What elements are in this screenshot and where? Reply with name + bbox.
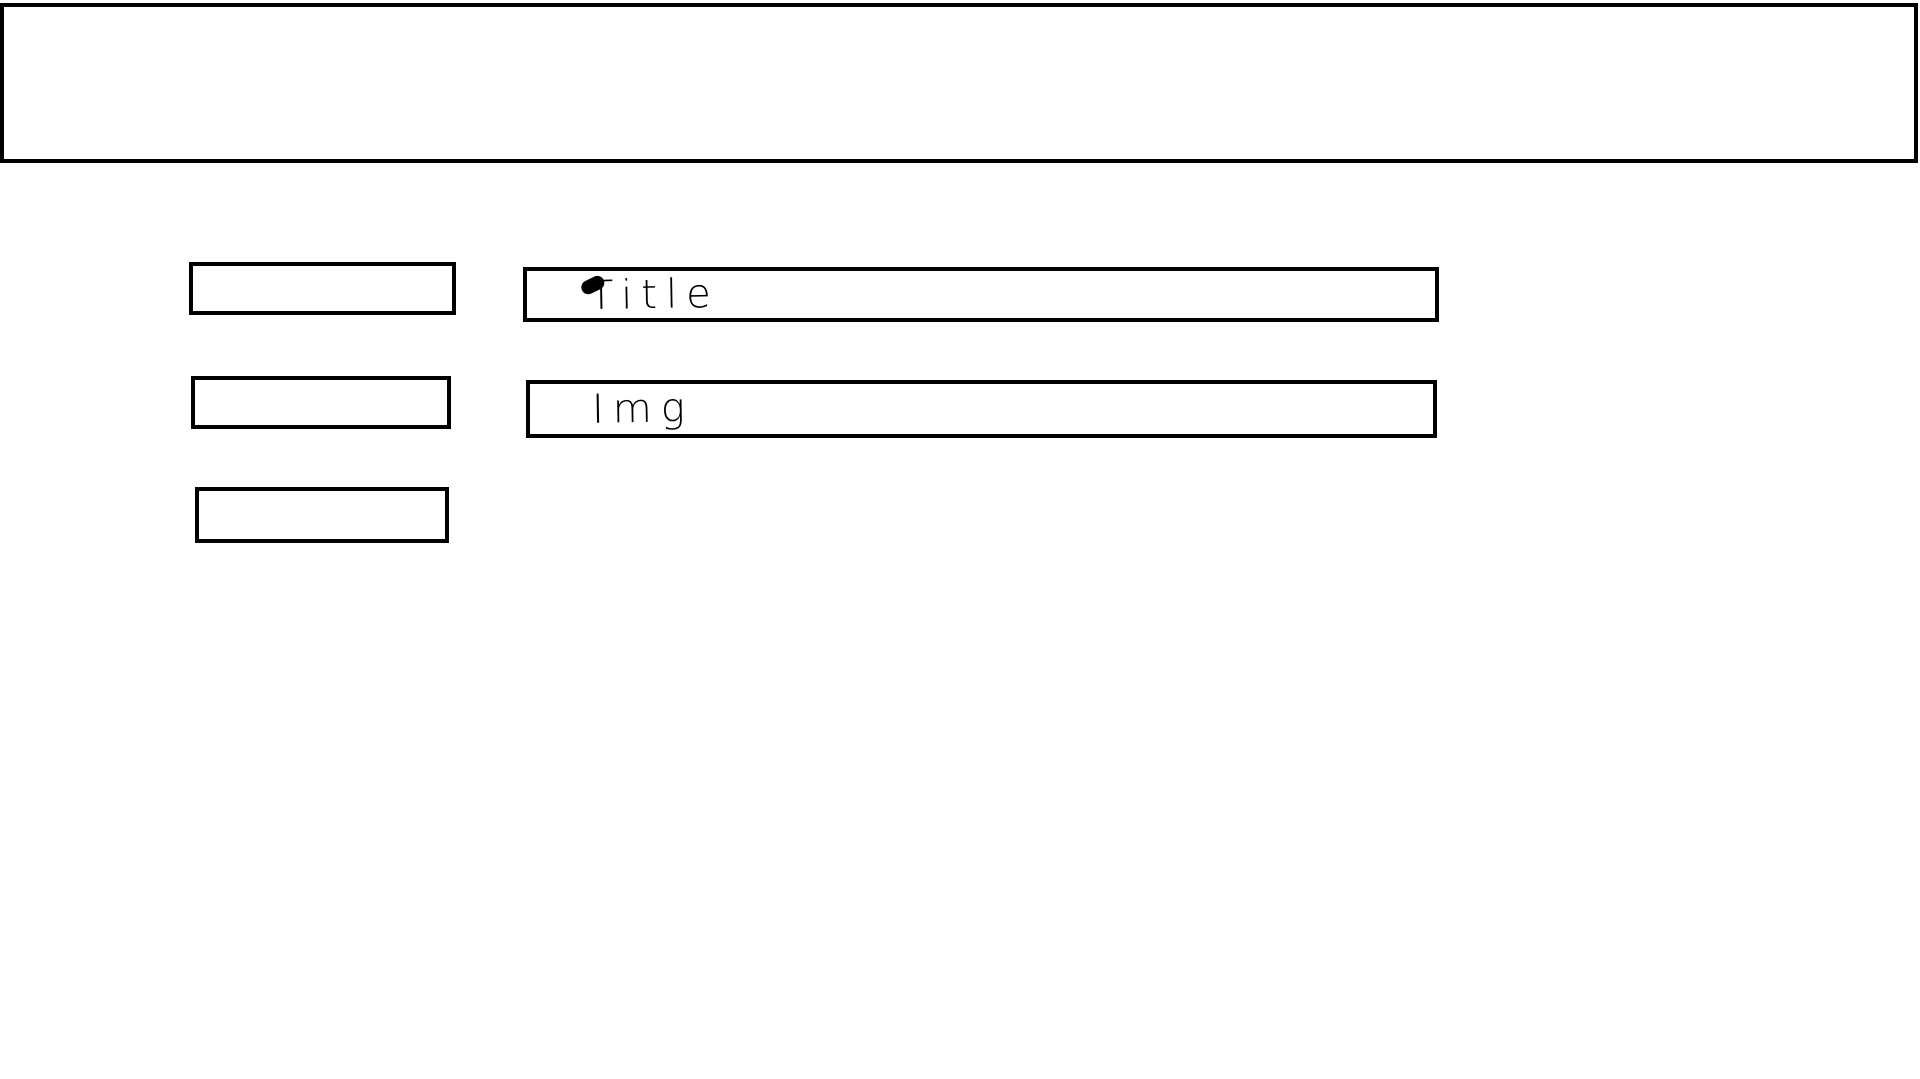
title-field-text-wrap: Title — [578, 270, 721, 319]
image-field-text-wrap: Img — [591, 385, 695, 433]
header-bar — [0, 3, 1918, 163]
image-field-value: Img — [591, 385, 695, 433]
title-field[interactable]: Title — [523, 267, 1439, 322]
nav-button-2[interactable] — [191, 376, 451, 429]
nav-button-1[interactable] — [189, 262, 456, 315]
title-field-value: Title — [588, 270, 721, 319]
nav-button-3[interactable] — [195, 487, 449, 543]
image-field[interactable]: Img — [526, 380, 1437, 438]
